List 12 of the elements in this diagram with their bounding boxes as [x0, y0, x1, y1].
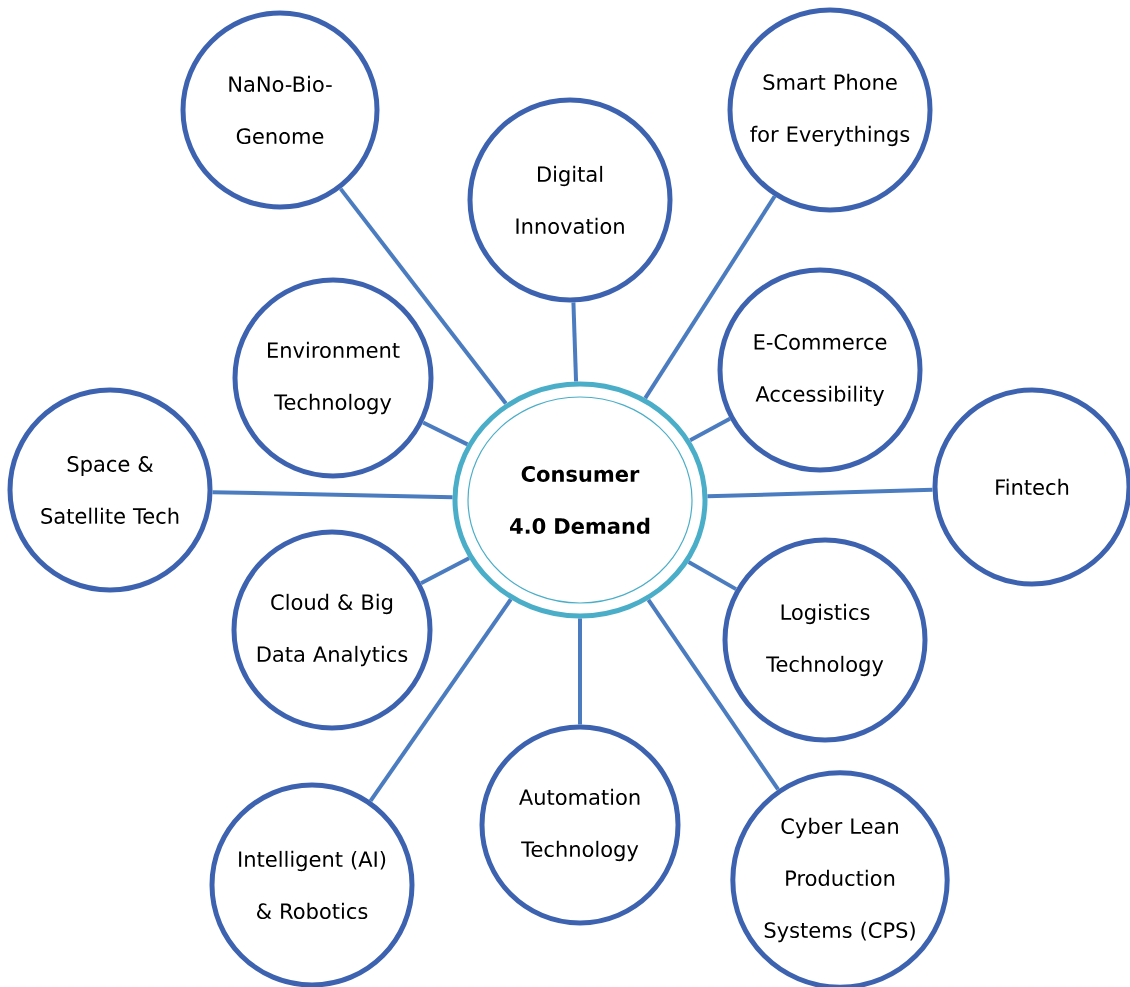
connector-line: [368, 598, 513, 802]
connector-line: [689, 417, 731, 443]
connector-line: [212, 490, 453, 500]
connector-line: [687, 560, 737, 591]
connector-line: [646, 598, 780, 791]
connector-line: [422, 420, 469, 447]
connector-line: [420, 556, 470, 586]
connector-line: [339, 187, 508, 405]
connector-line: [571, 302, 579, 382]
connector-line: [643, 195, 777, 400]
connector-line: [578, 618, 582, 725]
connector-line: [707, 487, 933, 499]
